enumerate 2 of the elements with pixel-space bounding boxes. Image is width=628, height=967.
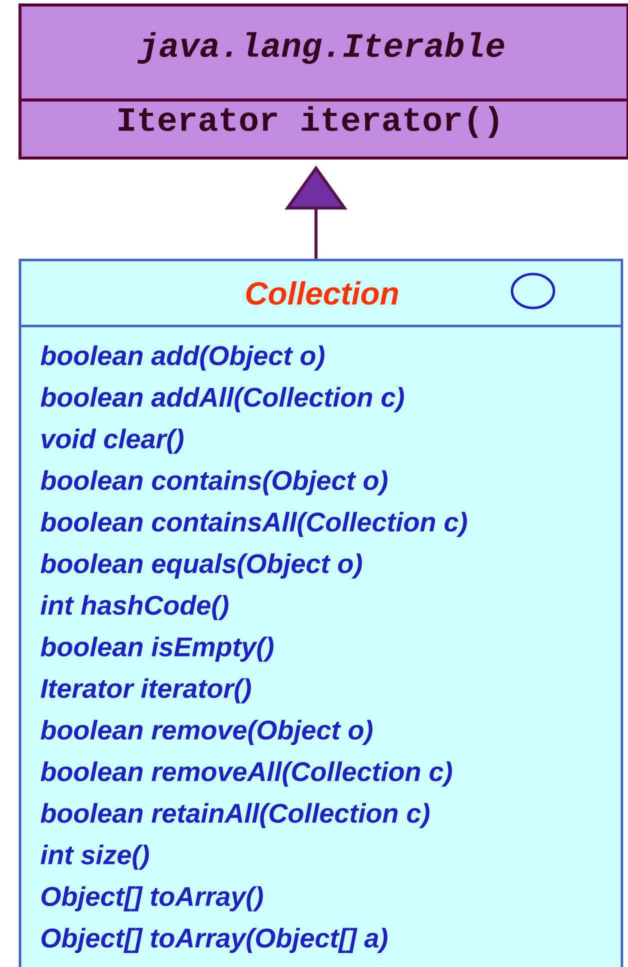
- interface-box: Collection boolean add(Object o) boolean addAll(Collection c) void clear() boolean contains(Object o) boolean containsAll(Collection c) boolean equals(Object o) int hashCode() boolean isEmpty() Iterator iterator() boolean remove(Object o) boolean removeAll(Collection c) boolean retainAll(Collection c) int size() Object[] toArray() Object[] toArray(Object[] a): [18, 258, 624, 967]
- class-box: java.lang.Iterable Iterator iterator(): [18, 4, 628, 160]
